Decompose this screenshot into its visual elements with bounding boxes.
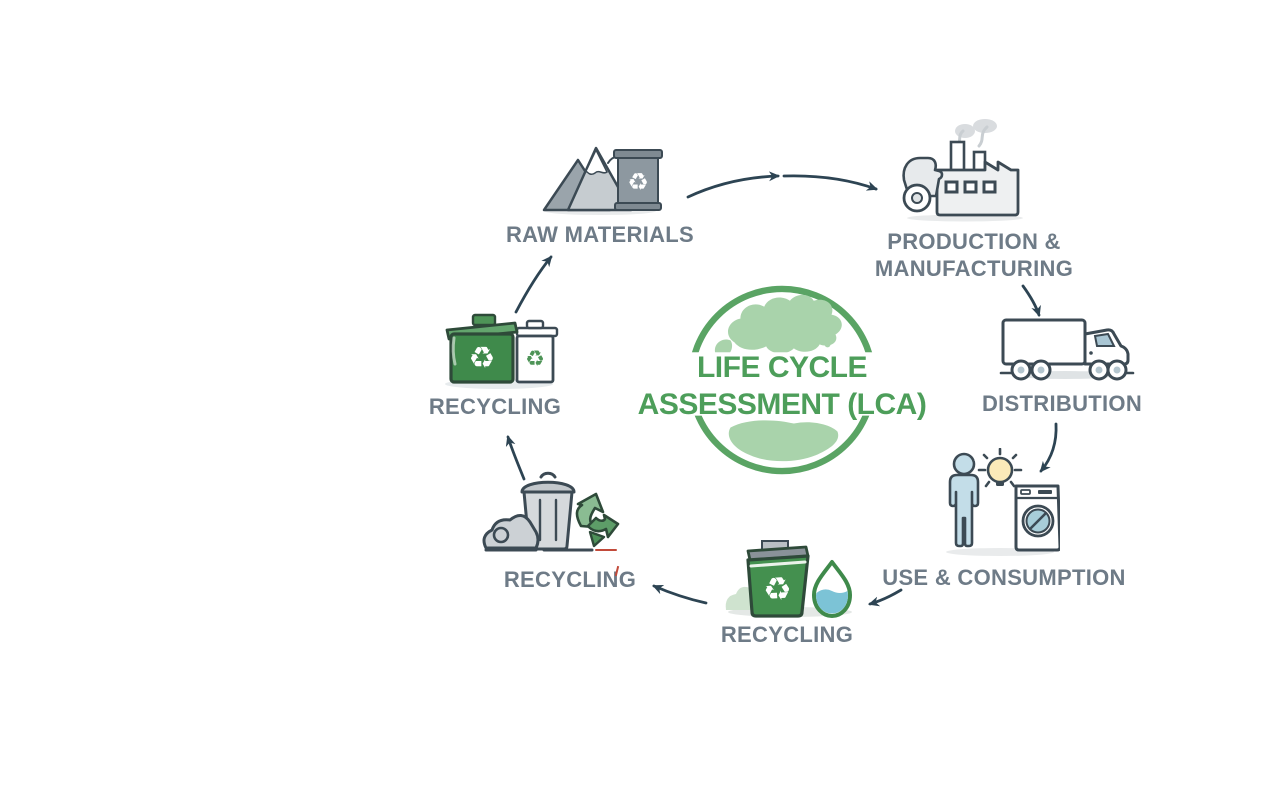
arrow-production-to-distribution xyxy=(1021,284,1041,317)
stage-label-production: PRODUCTION & MANUFACTURING xyxy=(875,228,1073,282)
arrow-left-to-raw xyxy=(514,255,553,314)
person-lightbulb-washing-machine-icon xyxy=(946,448,1060,556)
stage-label-use-consumption: USE & CONSUMPTION xyxy=(882,565,1126,590)
recycle-symbol-glyph: ♻ xyxy=(525,347,545,372)
stage-label-raw-materials: RAW MATERIALS xyxy=(505,222,695,247)
arrow-use-to-recycling xyxy=(868,588,903,607)
mountains-and-barrel-icon: ♻ xyxy=(542,146,663,215)
production-label-line-1: PRODUCTION & xyxy=(887,229,1061,254)
arrow-raw-to-production-b xyxy=(782,174,878,191)
arrow-raw-to-production-a xyxy=(686,171,780,199)
green-recycling-bin-and-bag-icon: ♻ xyxy=(725,540,852,618)
arrow-lowerleft-to-left xyxy=(505,435,526,481)
recycle-symbol-glyph: ♻ xyxy=(762,569,793,608)
stage-label-recycling-left: RECYCLING xyxy=(428,394,562,419)
green-and-white-recycling-bins-icon: ♻ ♻ xyxy=(445,313,559,389)
stage-label-recycling-bottom: RECYCLING xyxy=(720,622,854,647)
recycle-symbol-glyph: ♻ xyxy=(469,341,496,376)
arrow-distribution-to-use xyxy=(1039,422,1058,473)
title-line-1: LIFE CYCLE xyxy=(696,351,868,384)
factory-icon xyxy=(902,119,1023,222)
production-label-line-2: MANUFACTURING xyxy=(874,256,1074,281)
diagram-title: LIFE CYCLE ASSESSMENT (LCA) xyxy=(638,349,927,423)
globe-icon xyxy=(684,285,880,475)
stage-label-distribution: DISTRIBUTION xyxy=(981,391,1143,416)
arrow-recycling-to-lowerleft xyxy=(652,584,708,605)
trash-can-rock-and-recycle-arrows-icon xyxy=(482,471,620,552)
title-line-2: ASSESSMENT (LCA) xyxy=(637,388,927,421)
truck-icon xyxy=(999,318,1135,381)
stage-label-recycling-lower-left: RECYCLING xyxy=(503,567,637,592)
recycle-symbol-glyph: ♻ xyxy=(627,168,649,196)
